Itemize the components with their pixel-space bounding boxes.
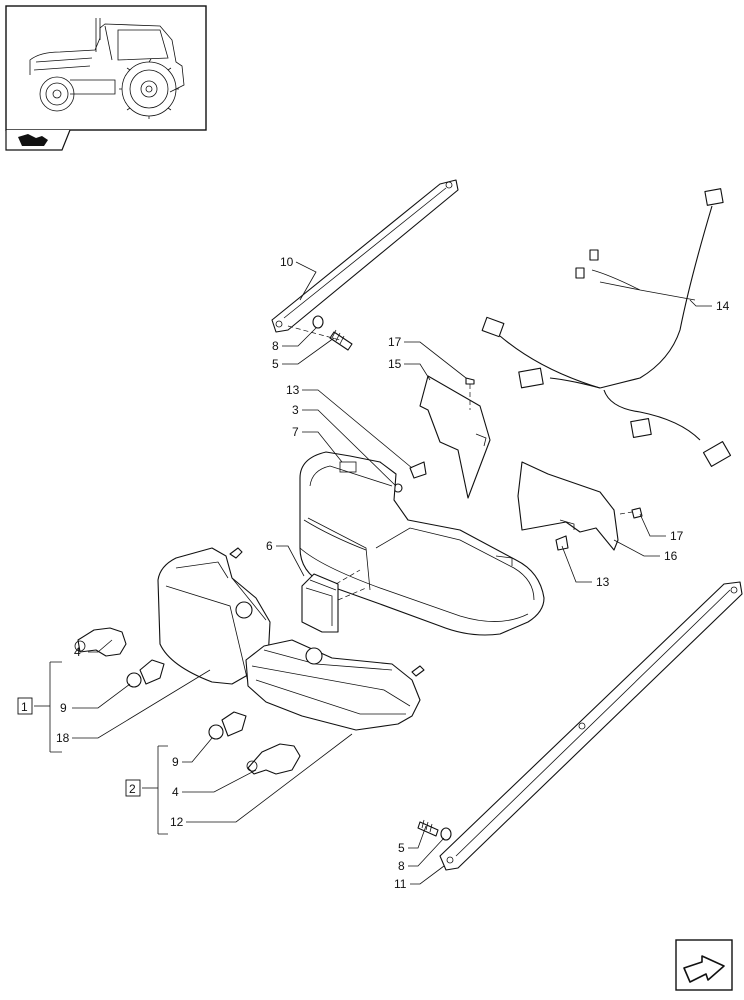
callout-17-right: 17 <box>670 529 684 543</box>
lower-support-strap <box>439 581 743 871</box>
callout-7: 7 <box>292 425 299 439</box>
bulb-4b <box>246 743 301 775</box>
callout-8-top: 8 <box>272 339 279 353</box>
callout-labels: 10 8 5 17 15 13 3 7 6 14 17 16 13 4 9 18… <box>56 255 730 891</box>
group-bracket-1: 1 <box>17 661 62 753</box>
left-bracket <box>419 375 491 499</box>
callout-18: 18 <box>56 731 70 745</box>
callout-9a: 9 <box>60 701 67 715</box>
wiring-harness <box>481 188 732 467</box>
callout-6: 6 <box>266 539 273 553</box>
callout-12: 12 <box>170 815 184 829</box>
callout-5-bottom: 5 <box>398 841 405 855</box>
front-bumper-frame <box>299 451 545 636</box>
group-label-1: 1 <box>21 700 28 714</box>
grille-insert <box>301 569 367 633</box>
group-label-2: 2 <box>129 782 136 796</box>
left-headlamp-assembly <box>157 547 271 685</box>
callout-11: 11 <box>394 877 407 891</box>
callout-15: 15 <box>388 357 402 371</box>
callout-13-top: 13 <box>286 383 300 397</box>
callout-9b: 9 <box>172 755 179 769</box>
callout-3: 3 <box>292 403 299 417</box>
bulb-4a <box>74 627 127 657</box>
callout-4a: 4 <box>74 645 81 659</box>
next-page-arrow-icon[interactable] <box>675 939 733 991</box>
clips-13-3 <box>393 461 427 493</box>
tractor-thumbnail-icon[interactable] <box>5 5 207 131</box>
washer-and-bolt-top <box>287 315 353 351</box>
group-bracket-2: 2 <box>125 745 168 835</box>
upper-support-strap <box>271 179 459 333</box>
leader-lines <box>72 261 712 885</box>
washer-and-bolt-bottom <box>417 819 452 841</box>
right-headlamp-assembly <box>245 639 425 731</box>
right-bracket <box>517 461 643 551</box>
book-page-arrow-icon[interactable] <box>5 129 71 151</box>
callout-13-right: 13 <box>596 575 610 589</box>
callout-14: 14 <box>716 299 730 313</box>
bulb-9b <box>208 711 247 740</box>
bulb-9a <box>126 659 165 688</box>
callout-10: 10 <box>280 255 294 269</box>
callout-5-top: 5 <box>272 357 279 371</box>
callout-8-bottom: 8 <box>398 859 405 873</box>
callout-4b: 4 <box>172 785 179 799</box>
callout-17-top: 17 <box>388 335 402 349</box>
callout-16: 16 <box>664 549 678 563</box>
